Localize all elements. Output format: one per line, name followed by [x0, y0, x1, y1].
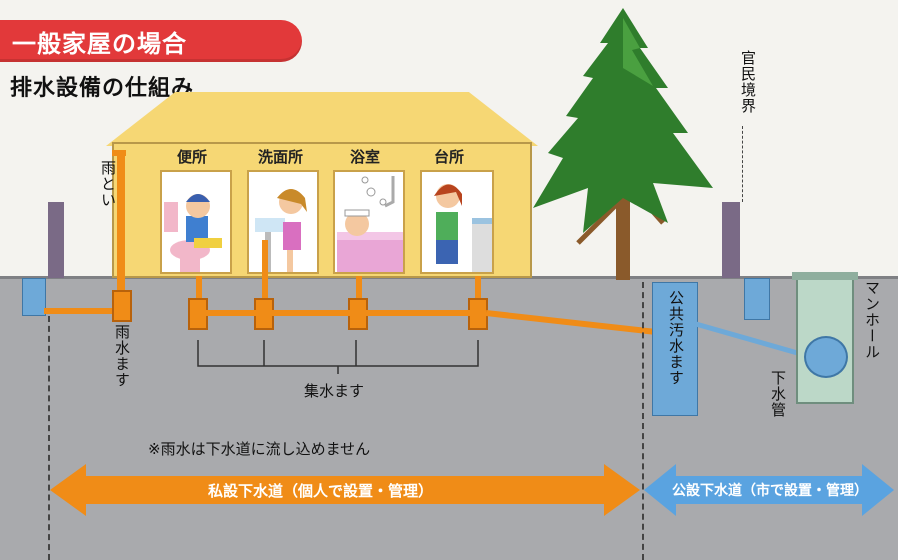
- collection-basin-1: [188, 298, 208, 330]
- private-sewer-pipe: [206, 310, 470, 316]
- toilet-tank: [164, 202, 178, 232]
- public-basin-label: 公共汚水ます: [667, 290, 685, 386]
- room-toilet: [160, 170, 232, 274]
- private-left-boundary: [48, 316, 50, 560]
- fence-post-left: [48, 202, 64, 278]
- bubble-2: [379, 198, 387, 206]
- boundary-drain-box: [744, 278, 770, 320]
- drain-toilet: [196, 276, 202, 300]
- sewer-pipe-label: 下水管: [769, 370, 787, 418]
- room-label-bathroom: 浴室: [350, 148, 381, 166]
- sink-pipe: [265, 232, 271, 272]
- public-arrow: [644, 464, 894, 516]
- boy-face: [345, 212, 369, 236]
- child-hair: [186, 194, 210, 202]
- room-label-kitchen: 台所: [434, 148, 465, 166]
- header-banner: [0, 20, 302, 62]
- rain-gutter-top: [112, 150, 126, 156]
- sloped-pipe: [486, 310, 657, 335]
- page-subtitle: 排水設備の仕組み: [10, 76, 195, 101]
- tree-foliage: [533, 8, 713, 233]
- tree-highlight: [623, 18, 653, 86]
- public-arrow-shape: [644, 464, 894, 516]
- boundary-label: 官民境界: [739, 50, 757, 114]
- boundary-dash-top: [742, 126, 743, 202]
- sloped-pipe-orange: [486, 310, 657, 335]
- woman-shirt: [436, 212, 458, 242]
- left-drain-box: [22, 278, 46, 316]
- room-kitchen: [420, 170, 494, 274]
- drain-bathroom: [356, 276, 362, 300]
- towel: [344, 209, 370, 217]
- bubble-3: [361, 176, 369, 184]
- private-arrow: [50, 464, 640, 516]
- room-label-toilet: 便所: [177, 148, 208, 166]
- rain-gutter-pipe: [117, 152, 125, 300]
- public-private-boundary: [642, 282, 644, 560]
- woman-skirt: [436, 240, 458, 264]
- rain-basin-label: 雨水ます: [113, 324, 131, 388]
- girl-dress: [283, 222, 301, 250]
- sewer-pipe-cross-section: [804, 336, 848, 378]
- shower: [384, 176, 395, 208]
- child-shirt: [186, 216, 208, 242]
- rain-outflow-pipe: [44, 308, 114, 314]
- kitchen-sink: [472, 218, 492, 224]
- toilet-base: [180, 250, 200, 272]
- drain-washroom: [262, 240, 268, 300]
- bathroom-scene: [337, 176, 403, 272]
- bubble-1: [366, 187, 376, 197]
- private-arrow-shape: [50, 464, 640, 516]
- room-label-washroom: 洗面所: [258, 148, 304, 166]
- public-pipe: [696, 321, 809, 359]
- room-washroom: [247, 170, 319, 274]
- boundary-post: [722, 202, 740, 278]
- girl-leg: [287, 250, 293, 272]
- room-bathroom: [333, 170, 405, 274]
- washroom-scene: [255, 189, 307, 272]
- girl-hair: [277, 189, 307, 212]
- page-title: 一般家屋の場合: [12, 30, 187, 58]
- ground: [0, 276, 898, 560]
- counter: [472, 222, 492, 272]
- collection-bracket: [197, 340, 479, 374]
- public-pipe-line: [696, 321, 809, 359]
- manhole-cover: [792, 272, 858, 280]
- house-roof: [106, 92, 538, 146]
- toilet-scene: [164, 194, 222, 272]
- private-arrow-label: 私設下水道（個人で設置・管理）: [208, 482, 434, 500]
- bathtub: [337, 238, 403, 272]
- collection-basin-4: [468, 298, 488, 330]
- woman-hair: [434, 184, 462, 206]
- manhole-label: マンホール: [863, 280, 881, 360]
- rain-basin: [112, 290, 132, 322]
- tree: [533, 8, 713, 280]
- gutter-label: 雨とい: [99, 160, 117, 208]
- drain-kitchen: [475, 276, 481, 300]
- child-shorts: [194, 238, 222, 248]
- rainwater-note: ※雨水は下水道に流し込めません: [148, 440, 371, 458]
- sink: [255, 218, 285, 232]
- collection-basin-label: 集水ます: [304, 382, 365, 400]
- public-sewage-basin: [652, 282, 698, 416]
- public-arrow-label: 公設下水道（市で設置・管理）: [672, 483, 868, 499]
- bathtub-rim: [337, 232, 403, 240]
- kitchen-scene: [434, 184, 492, 272]
